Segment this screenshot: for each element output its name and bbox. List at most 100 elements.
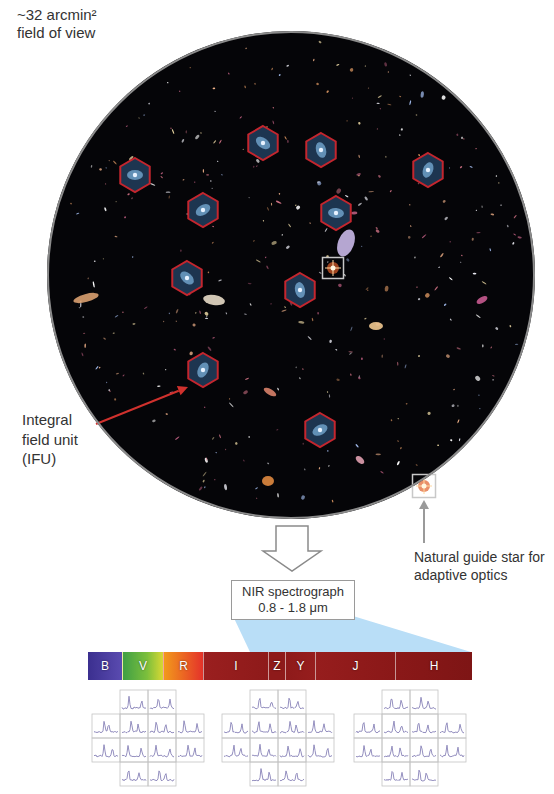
galaxy-dot <box>460 166 463 169</box>
galaxy-dot <box>245 378 250 381</box>
galaxy-dot <box>418 355 420 358</box>
ifu-hexagon-outline <box>172 261 201 295</box>
galaxy-dot <box>489 248 491 251</box>
galaxy-dot <box>281 234 283 236</box>
galaxy-dot <box>205 318 208 319</box>
spectrum-line <box>122 745 146 757</box>
spectrum-line <box>384 746 408 757</box>
galaxy-dot <box>409 204 411 206</box>
galaxy-dot <box>451 404 455 408</box>
galaxy-dot <box>278 74 281 77</box>
galaxy-dot <box>318 467 320 470</box>
band-box: Z <box>268 652 285 680</box>
ifu-hexagon <box>188 353 217 387</box>
galaxy-dot <box>383 338 385 340</box>
galaxy-dot <box>318 40 322 43</box>
spectrum-line <box>308 721 332 733</box>
spectrum-line <box>412 723 436 732</box>
galaxy-dot <box>284 136 287 140</box>
galaxy-dot <box>457 419 460 423</box>
galaxy-dot <box>198 486 203 491</box>
wavelength-range <box>233 616 471 652</box>
target-galaxy <box>178 269 197 287</box>
galaxy-dot <box>459 438 461 441</box>
spaxel-cell <box>410 690 438 714</box>
spectrum-line <box>280 771 304 781</box>
galaxy-dot <box>192 323 196 327</box>
galaxy-dot <box>271 240 277 245</box>
galaxy-dot <box>376 103 379 105</box>
galaxy-dot <box>171 129 174 134</box>
galaxy-dot <box>168 312 170 314</box>
galaxy-dot <box>364 65 366 67</box>
galaxy-dot <box>475 314 481 318</box>
star-spikes <box>416 478 432 494</box>
galaxy-dot <box>299 377 301 379</box>
galaxy-dot <box>182 179 184 181</box>
galaxy-dot <box>332 500 334 503</box>
galaxy-dot <box>397 362 399 366</box>
galaxy-dot <box>329 340 332 344</box>
galaxy-dot <box>204 457 208 463</box>
spectrum-line <box>440 723 464 733</box>
galaxy-dot <box>409 74 411 76</box>
galaxy-dot <box>244 313 247 315</box>
galaxy-dot <box>83 333 85 334</box>
spectrum-line <box>94 721 118 732</box>
target-galaxy <box>420 161 435 180</box>
spaxel-cell <box>120 762 148 786</box>
spectrum-line <box>440 745 464 757</box>
galaxy-dot <box>515 344 519 346</box>
galaxy-dot <box>456 133 459 136</box>
galaxy-dot <box>300 495 305 501</box>
galaxy-dot <box>253 166 255 168</box>
field-outline <box>48 32 534 518</box>
galaxy-dot <box>370 235 372 237</box>
galaxy-dot <box>408 236 411 239</box>
galaxy-dot <box>345 195 349 198</box>
galaxy-dot <box>384 62 388 67</box>
galaxy-dot <box>349 68 353 72</box>
galaxy-dot <box>248 436 250 438</box>
galaxy-dot <box>442 200 446 204</box>
instrument-text: NIR spectrograph <box>242 584 344 600</box>
galaxy-dot <box>375 453 381 455</box>
galaxy-dot <box>492 375 495 377</box>
galaxy-dot <box>517 236 522 239</box>
ifu-hexagon-outline <box>321 196 350 230</box>
galaxy-dot <box>181 139 185 143</box>
galaxy-dot <box>397 418 398 419</box>
ifu-hexagon <box>120 158 149 192</box>
galaxy-dot <box>109 390 110 392</box>
ifu-hexagon-outline <box>188 353 217 387</box>
galaxy-dot <box>490 213 494 216</box>
galaxy-dot <box>384 286 388 292</box>
galaxy-dot <box>81 352 84 356</box>
spectrum-line <box>412 697 436 709</box>
galaxy-dot <box>389 190 392 193</box>
galaxy-dot <box>221 174 223 176</box>
galaxy-core <box>426 168 430 172</box>
target-galaxy <box>254 134 273 152</box>
instrument-box: NIR spectrograph0.8 - 1.8 μm <box>231 580 355 620</box>
galaxy-core <box>318 428 322 432</box>
galaxy-dot <box>212 437 215 441</box>
spectrum-line <box>252 744 276 756</box>
field-size-label: ~32 arcmin² field of view <box>17 6 121 42</box>
galaxy-dot <box>317 181 320 183</box>
galaxy-dot <box>243 459 245 461</box>
galaxy <box>475 294 488 305</box>
galaxy-dot <box>144 306 148 309</box>
spectrum-line <box>178 745 202 757</box>
spectrum-line <box>122 696 146 709</box>
galaxy-dot <box>473 273 477 275</box>
spectrum-line <box>384 772 408 781</box>
galaxy-dot <box>265 256 267 258</box>
galaxy-dot <box>387 103 391 105</box>
galaxy-dot <box>375 229 380 234</box>
target-galaxy <box>195 361 211 380</box>
galaxy-dot <box>208 271 210 273</box>
galaxy-dot <box>212 87 215 89</box>
band-letter: Y <box>286 652 315 680</box>
galaxy-dot <box>126 125 129 127</box>
